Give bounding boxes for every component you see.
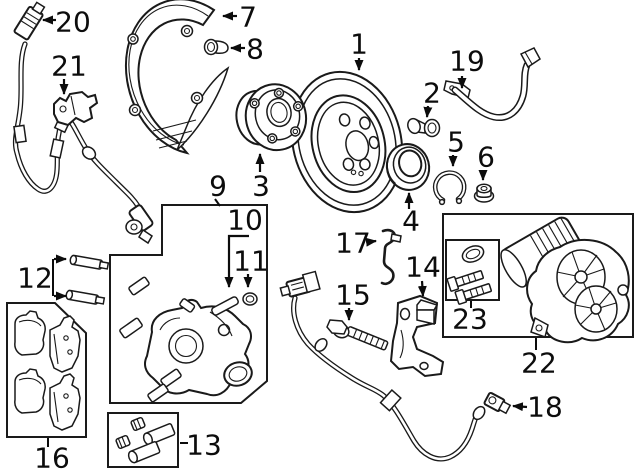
bracket-bolt <box>326 319 389 351</box>
callout-6-label[interactable]: 6 <box>477 141 495 174</box>
brake-caliper <box>119 276 258 403</box>
sensor-connector <box>279 270 321 298</box>
caliper-bracket <box>389 294 445 378</box>
brake-rotor <box>290 70 404 214</box>
brake-pads-box <box>6 302 87 438</box>
wheel-studs <box>249 87 304 144</box>
callout-8-label[interactable]: 8 <box>246 33 264 66</box>
sensor-tip <box>483 391 512 415</box>
callout-4-label[interactable]: 4 <box>402 205 420 238</box>
retaining-clip <box>380 228 402 286</box>
callout-9-label[interactable]: 9 <box>209 170 227 203</box>
callout-15-label[interactable]: 15 <box>335 279 371 312</box>
callout-leaders <box>42 11 537 447</box>
callout-12-label[interactable]: 12 <box>17 262 53 295</box>
actuator-kit-box <box>442 213 634 338</box>
harness-connector <box>13 1 46 41</box>
snap-ring <box>432 170 467 206</box>
callout-3-label[interactable]: 3 <box>252 170 270 203</box>
callout-10-arrow <box>224 234 249 288</box>
callout-21-label[interactable]: 21 <box>51 50 87 83</box>
abs-sensor <box>279 270 512 462</box>
callout-18-arrow <box>512 402 528 412</box>
caliper-kit-box <box>109 204 268 404</box>
callout-14-label[interactable]: 14 <box>405 251 441 284</box>
seal-kit-box <box>445 239 500 301</box>
bleed-screw <box>179 298 196 313</box>
callout-14-arrow <box>417 280 427 297</box>
seal-kit <box>446 245 492 305</box>
callout-23-label[interactable]: 23 <box>452 303 488 336</box>
actuator-gear-face <box>556 249 618 333</box>
spindle-nut <box>473 183 495 203</box>
hardware-kit <box>115 416 176 464</box>
callout-18-label[interactable]: 18 <box>527 391 563 424</box>
callout-1-label[interactable]: 1 <box>350 28 368 61</box>
guide-bushing <box>128 276 150 296</box>
grease-cap <box>407 117 441 138</box>
brake-hose <box>443 47 541 122</box>
callout-19-label[interactable]: 19 <box>449 45 485 78</box>
splash-shield <box>124 0 230 155</box>
callout-11-label[interactable]: 11 <box>233 245 269 278</box>
callout-13-label[interactable]: 13 <box>186 429 222 462</box>
callout-16-label[interactable]: 16 <box>34 442 70 471</box>
pin-cap <box>242 292 258 306</box>
guide-pin <box>211 296 239 316</box>
callout-17-arrow <box>365 237 377 247</box>
brake-pads <box>14 310 81 431</box>
callout-9-leader <box>214 198 221 207</box>
callout-10-label[interactable]: 10 <box>227 204 263 237</box>
callout-5-label[interactable]: 5 <box>447 126 465 159</box>
callout-2-label[interactable]: 2 <box>423 77 441 110</box>
callout-2-arrow <box>423 105 433 118</box>
hardware-kit-box <box>107 412 179 468</box>
sensor-bracket <box>53 90 99 127</box>
guide-bushing <box>147 383 169 403</box>
shield-bolt <box>203 38 229 56</box>
abs-sensor-harness <box>12 1 154 245</box>
callout-7-label[interactable]: 7 <box>239 1 257 34</box>
wheel-bearing <box>385 143 431 191</box>
sensor-head <box>125 204 154 245</box>
callout-labels: 1 2 3 4 5 6 7 8 9 10 11 12 13 14 15 16 1… <box>17 1 563 471</box>
callout-22-label[interactable]: 22 <box>521 347 557 380</box>
callout-17-label[interactable]: 17 <box>335 227 371 260</box>
callout-20-label[interactable]: 20 <box>55 6 91 39</box>
slide-pins <box>65 254 110 305</box>
guide-bushing <box>119 317 143 339</box>
wheel-hub <box>235 83 308 152</box>
parking-brake-actuator <box>500 216 630 344</box>
